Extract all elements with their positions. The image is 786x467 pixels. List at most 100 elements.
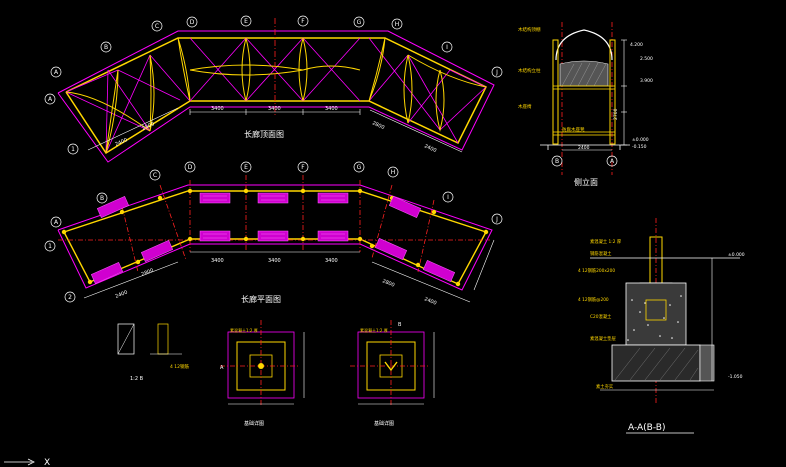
elev-seat bbox=[552, 131, 616, 136]
section-rebar-cage bbox=[645, 299, 667, 321]
roof-plan: A B C D E F G H I J A 1 2400 2800 3400 3… bbox=[44, 15, 503, 163]
detail-column bbox=[117, 323, 135, 355]
roof-grid-B: B bbox=[104, 44, 108, 51]
section-note-5: C20混凝土 bbox=[590, 313, 612, 320]
roof-grid-E: E bbox=[244, 18, 248, 25]
roof-left-bracing bbox=[65, 54, 191, 154]
detail-note: 4 12钢筋 bbox=[170, 363, 190, 370]
floor-outline bbox=[57, 184, 493, 291]
elev-level-2: 3.900 bbox=[640, 78, 653, 84]
elev-level-ground: ±0.000 bbox=[632, 137, 649, 143]
detail-title: 1:2 B bbox=[130, 376, 144, 382]
roof-dim-2: 2800 bbox=[141, 121, 155, 132]
roof-dim-5: 3400 bbox=[325, 106, 338, 112]
elev-post-right bbox=[609, 39, 616, 145]
elevation-title: 侧立面 bbox=[574, 177, 598, 187]
roof-dim-4: 3400 bbox=[268, 106, 281, 112]
section-base-hatch bbox=[614, 347, 699, 381]
elev-grid-A: A bbox=[610, 158, 615, 165]
footing-b-title: 基础详图 bbox=[374, 420, 394, 427]
footing-b-note: 素混凝土1:2 厚 bbox=[360, 327, 388, 333]
detail-rebar bbox=[157, 323, 169, 355]
floor-grid-C: C bbox=[153, 172, 157, 179]
elev-grid-bubbles bbox=[551, 155, 618, 167]
floor-columns bbox=[61, 188, 489, 287]
section-note-3: 4 12钢筋200x200 bbox=[578, 267, 615, 274]
floor-dim-4: 3400 bbox=[268, 258, 281, 264]
bench bbox=[257, 230, 289, 242]
elev-dim-height: 2700 bbox=[613, 108, 619, 120]
roof-grid-D: D bbox=[190, 19, 195, 26]
section-note-6: 素混凝土垫层 bbox=[590, 335, 616, 342]
elev-beam bbox=[552, 85, 616, 90]
roof-grid-A: A bbox=[54, 69, 59, 76]
roof-dim-6: 2800 bbox=[371, 120, 385, 131]
roof-right-bracing bbox=[368, 37, 487, 144]
elev-hatch-lines bbox=[561, 62, 607, 87]
roof-dim-3: 3400 bbox=[211, 106, 224, 112]
floor-grid-H: H bbox=[391, 169, 396, 176]
section-note-1: 素混凝土 1:2 厚 bbox=[590, 238, 622, 245]
roof-middle-leaves bbox=[189, 37, 361, 102]
section-concrete-dots bbox=[627, 295, 682, 341]
roof-dimension-lines bbox=[87, 107, 463, 153]
elev-note-1: 木结构顶棚 bbox=[518, 26, 541, 33]
footing-a-title: 基础详图 bbox=[244, 420, 264, 427]
footing-a-note: 素混凝土1:2 厚 bbox=[230, 327, 258, 333]
floor-dim-1: 2400 bbox=[115, 290, 129, 300]
elev-post-left bbox=[552, 39, 559, 145]
section-earth-right bbox=[699, 344, 715, 382]
section-level-top: ±0.000 bbox=[728, 252, 745, 258]
footing-a-column bbox=[258, 363, 264, 369]
bench-hatching bbox=[203, 195, 345, 239]
roof-dim-7: 2400 bbox=[423, 143, 437, 154]
bench bbox=[90, 262, 124, 284]
roof-grid-F: F bbox=[301, 18, 305, 25]
roof-outline bbox=[57, 30, 495, 163]
section-footing bbox=[625, 282, 687, 346]
elev-dim-lines bbox=[562, 39, 627, 151]
elev-note-4: 防腐木座凳 bbox=[562, 126, 585, 133]
section-level-bottom: -1.050 bbox=[728, 374, 743, 380]
bench bbox=[317, 230, 349, 242]
section-aa: 素混凝土 1:2 厚 钢筋混凝土 4 12钢筋200x200 4 12钢筋@20… bbox=[578, 218, 745, 434]
footing-detail-a: A 素混凝土1:2 厚 基础详图 bbox=[220, 320, 305, 427]
floor-grid-B: B bbox=[100, 195, 104, 202]
roof-grid-C: C bbox=[155, 23, 159, 30]
elev-level-1: 4.200 bbox=[630, 42, 643, 48]
footing-b-tag: B bbox=[398, 322, 402, 328]
floor-dim-6: 2800 bbox=[381, 278, 395, 288]
bench bbox=[257, 192, 289, 204]
bench bbox=[96, 196, 130, 218]
roof-grid-left-1: 1 bbox=[71, 146, 75, 153]
floor-dim-2: 2800 bbox=[141, 268, 155, 278]
floor-plan: A B C D E F G H I J 1 2 2400 2800 3400 3… bbox=[44, 161, 503, 307]
section-title: A-A(B-B) bbox=[628, 423, 665, 433]
section-note-4: 4 12钢筋@200 bbox=[578, 296, 609, 303]
roof-dim-1: 2400 bbox=[114, 137, 128, 148]
bench bbox=[388, 196, 422, 218]
floor-plan-title: 长廊平面图 bbox=[241, 294, 281, 304]
floor-grid-A: A bbox=[54, 219, 59, 226]
roof-grid-bubbles bbox=[44, 15, 503, 155]
ucs-x-label: X bbox=[44, 458, 50, 467]
roof-grid-left-A: A bbox=[48, 96, 53, 103]
bench bbox=[199, 192, 231, 204]
floor-dim-3: 3400 bbox=[211, 258, 224, 264]
ucs-icon: X bbox=[4, 458, 50, 467]
floor-grid-left-2: 2 bbox=[68, 294, 72, 301]
floor-grid-G: G bbox=[357, 164, 362, 171]
floor-grid-F: F bbox=[301, 164, 305, 171]
floor-dim-5: 3400 bbox=[325, 258, 338, 264]
side-elevation: 4.200 3.900 2.500 2700 ±0.000 2400 -0.15… bbox=[518, 22, 653, 187]
elev-level-below: -0.150 bbox=[632, 144, 647, 150]
floor-grid-D: D bbox=[188, 164, 193, 171]
bench bbox=[422, 260, 456, 282]
roof-right-leaves bbox=[368, 37, 487, 132]
bench bbox=[317, 192, 349, 204]
roof-middle-bracing bbox=[189, 37, 361, 102]
section-note-7: 素土夯实 bbox=[596, 383, 614, 390]
floor-grid-E: E bbox=[244, 164, 248, 171]
elev-level-3: 2.500 bbox=[640, 56, 653, 62]
footing-detail-b: B 素混凝土1:2 厚 基础详图 bbox=[350, 320, 435, 427]
